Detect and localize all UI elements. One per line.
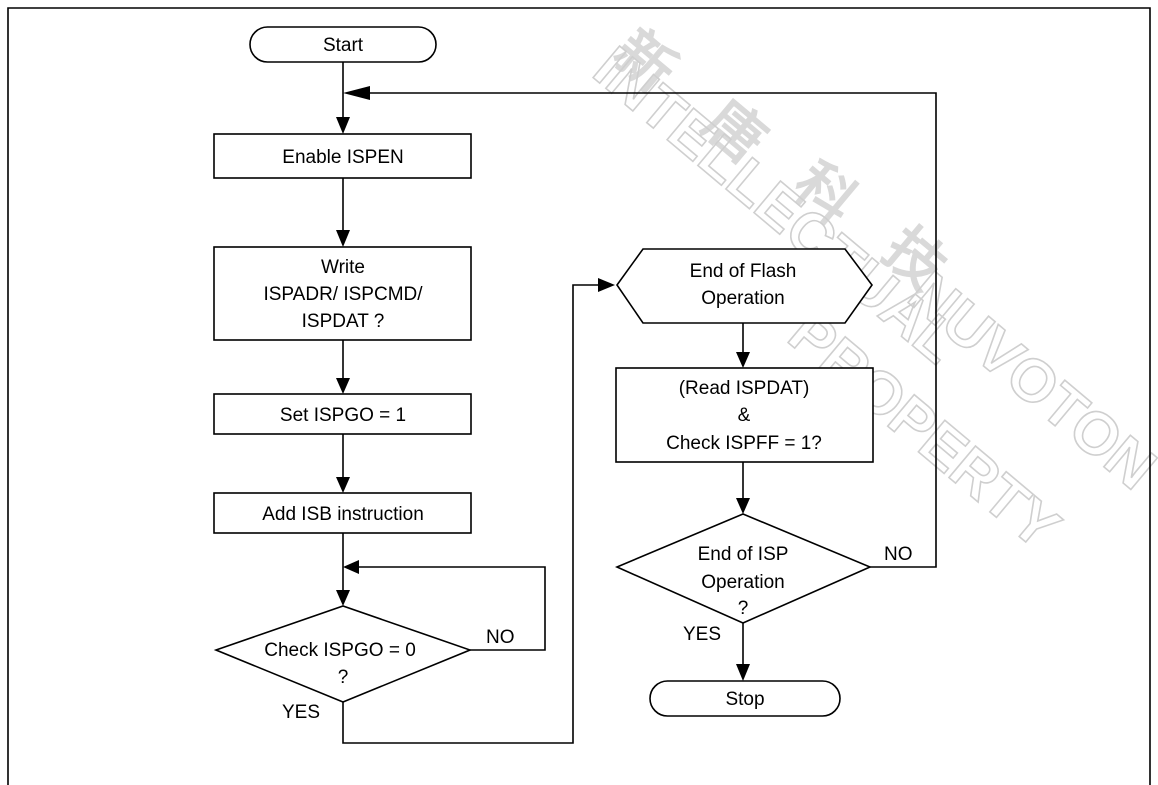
- check-ispgo-decision: [213, 605, 473, 703]
- arrowhead-to-enable: [336, 117, 350, 134]
- end-of-isp-label-line2: Operation: [701, 572, 784, 593]
- connector-endisp-no-loop: [370, 92, 937, 568]
- arrowhead-to-endisp: [736, 498, 750, 514]
- add-isb-box: [213, 492, 472, 534]
- page-frame: [7, 7, 1151, 785]
- end-of-flash-label-line1: End of Flash: [690, 261, 797, 282]
- arrowhead-to-stop: [736, 664, 750, 681]
- write-registers-box: [213, 246, 472, 341]
- check-no-label: NO: [486, 627, 515, 648]
- read-ispdat-box: [615, 367, 874, 463]
- set-ispgo-label: Set ISPGO = 1: [280, 405, 406, 426]
- connector-check-yes: [342, 284, 600, 744]
- end-of-isp-label-line3: ?: [738, 598, 749, 619]
- endisp-no-label: NO: [884, 544, 913, 565]
- stop-label: Stop: [725, 689, 764, 710]
- end-of-isp-label-line1: End of ISP: [698, 544, 789, 565]
- arrowhead-endisp-loop: [343, 86, 370, 100]
- connector-check-no-loop: [355, 566, 546, 651]
- start-terminator: [249, 26, 437, 63]
- write-label-line1: Write: [321, 257, 365, 278]
- connectors: [342, 62, 937, 744]
- endisp-yes-label: YES: [683, 624, 721, 645]
- arrowhead-to-check: [336, 590, 350, 606]
- start-label: Start: [323, 35, 364, 56]
- arrowhead-to-isb: [336, 477, 350, 493]
- end-of-flash-label-line2: Operation: [701, 288, 784, 309]
- arrowhead-to-endflash: [598, 278, 615, 292]
- read-ispdat-label-line2: &: [738, 405, 751, 426]
- arrowhead-to-readdat: [736, 352, 750, 368]
- check-ispgo-label-line1: Check ISPGO = 0: [264, 640, 416, 661]
- check-yes-label: YES: [282, 702, 320, 723]
- read-ispdat-label-line3: Check ISPFF = 1?: [666, 433, 822, 454]
- enable-ispen-label: Enable ISPEN: [282, 147, 403, 168]
- end-of-isp-decision: [614, 513, 873, 624]
- arrowhead-to-setgo: [336, 378, 350, 394]
- watermark-intellectual: INTELLECTUAL: [582, 34, 972, 377]
- write-label-line3: ISPDAT ?: [302, 311, 385, 332]
- node-labels: Start Enable ISPEN Write ISPADR/ ISPCMD/…: [262, 35, 822, 710]
- read-ispdat-label-line1: (Read ISPDAT): [679, 378, 810, 399]
- arrowheads: [336, 86, 750, 681]
- check-ispgo-label-line2: ?: [338, 667, 349, 688]
- set-ispgo-box: [213, 393, 472, 435]
- write-label-line2: ISPADR/ ISPCMD/: [263, 284, 423, 305]
- add-isb-label: Add ISB instruction: [262, 504, 424, 525]
- arrowhead-check-loop: [343, 560, 359, 574]
- stop-terminator: [649, 680, 841, 717]
- shapes: [213, 26, 874, 717]
- branch-labels: NO YES NO YES: [282, 544, 913, 723]
- arrowhead-to-write: [336, 230, 350, 247]
- end-of-flash-hexagon: [616, 248, 873, 324]
- enable-ispen-box: [213, 133, 472, 179]
